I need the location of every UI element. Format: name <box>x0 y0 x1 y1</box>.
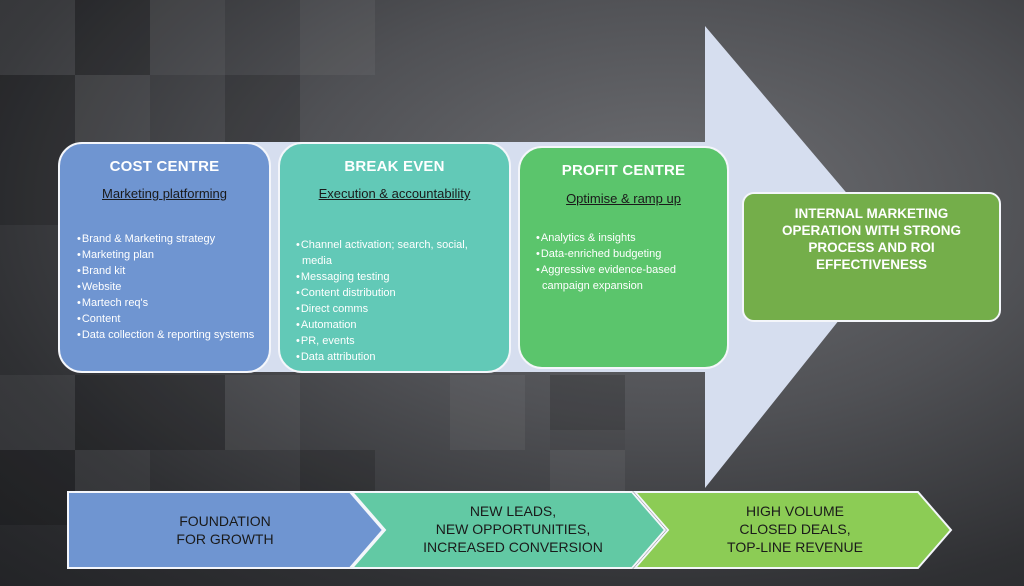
list-item: Marketing plan <box>76 247 266 263</box>
card-item-list: Brand & Marketing strategy Marketing pla… <box>76 231 266 343</box>
outcome-line: PROCESS AND ROI <box>808 240 935 255</box>
chevron-high-volume <box>632 491 953 569</box>
list-item: Analytics & insights <box>535 230 720 246</box>
chevron-foundation <box>67 491 385 569</box>
chevron-line: TOP-LINE REVENUE <box>727 539 863 555</box>
card-break-even: BREAK EVEN Execution & accountability Ch… <box>278 142 511 373</box>
card-subtitle: Marketing platforming <box>102 186 227 201</box>
list-item: Data collection & reporting systems <box>76 327 266 343</box>
chevron-line: FOR GROWTH <box>176 531 274 547</box>
outcome-text: INTERNAL MARKETING OPERATION WITH STRONG… <box>754 205 989 273</box>
chevron-line: INCREASED CONVERSION <box>423 539 603 555</box>
card-profit-centre: PROFIT CENTRE Optimise & ramp up Analyti… <box>518 146 729 369</box>
outcome-line: EFFECTIVENESS <box>815 257 928 272</box>
list-item: Messaging testing <box>295 269 500 285</box>
list-item: Brand & Marketing strategy <box>76 231 266 247</box>
chevron-line: HIGH VOLUME <box>745 503 844 519</box>
list-item: Data attribution <box>295 349 500 365</box>
card-item-list: Analytics & insights Data-enriched budge… <box>535 230 720 294</box>
card-cost-centre: COST CENTRE Marketing platforming Brand … <box>58 142 271 373</box>
chevron-line: NEW OPPORTUNITIES, <box>435 521 591 537</box>
list-item: Aggressive evidence-based campaign expan… <box>535 262 720 294</box>
list-item: Data-enriched budgeting <box>535 246 720 262</box>
chevron-line: CLOSED DEALS, <box>739 521 851 537</box>
card-item-list: Channel activation; search, social, medi… <box>295 237 500 365</box>
chevron-label-foundation: FOUNDATION FOR GROWTH <box>120 512 330 548</box>
card-title: COST CENTRE <box>109 158 220 175</box>
outcome-box: INTERNAL MARKETING OPERATION WITH STRONG… <box>742 192 1001 322</box>
chevron-line: FOUNDATION <box>179 513 271 529</box>
card-title: PROFIT CENTRE <box>561 162 686 179</box>
list-item: Content <box>76 311 266 327</box>
list-item: Automation <box>295 317 500 333</box>
list-item: Direct comms <box>295 301 500 317</box>
card-title: BREAK EVEN <box>344 158 445 175</box>
list-item: Martech req's <box>76 295 266 311</box>
chevron-new-leads <box>349 491 667 569</box>
chevron-label-high-volume: HIGH VOLUME CLOSED DEALS, TOP-LINE REVEN… <box>685 502 905 556</box>
list-item: Channel activation; search, social, medi… <box>295 237 500 269</box>
list-item: Website <box>76 279 266 295</box>
list-item: PR, events <box>295 333 500 349</box>
list-item: Brand kit <box>76 263 266 279</box>
outcome-line: OPERATION WITH STRONG <box>782 223 961 238</box>
list-item: Content distribution <box>295 285 500 301</box>
chevron-line: NEW LEADS, <box>469 503 557 519</box>
card-subtitle: Optimise & ramp up <box>566 191 681 206</box>
chevron-label-new-leads: NEW LEADS, NEW OPPORTUNITIES, INCREASED … <box>398 502 628 556</box>
outcome-line: INTERNAL MARKETING <box>794 206 949 221</box>
card-subtitle: Execution & accountability <box>318 186 471 201</box>
